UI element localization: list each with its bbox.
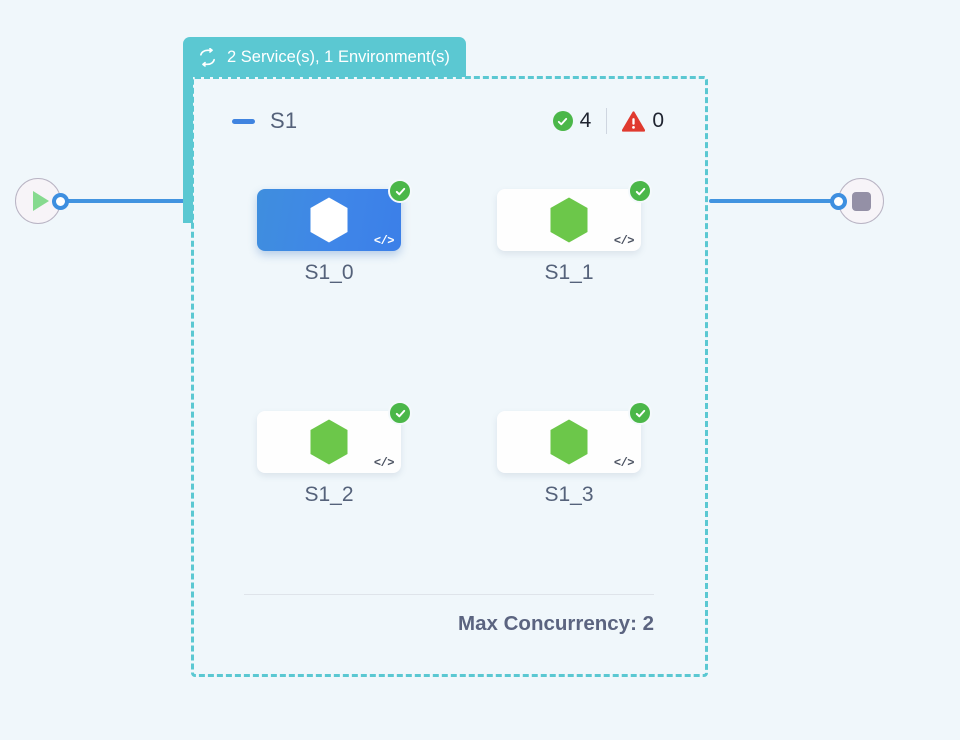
code-icon[interactable]: </> (373, 234, 395, 248)
node-card[interactable]: </> (497, 179, 652, 251)
play-icon (32, 191, 49, 211)
group-tab[interactable]: 2 Service(s), 1 Environment(s) (183, 37, 466, 77)
service-node-s1-0[interactable]: </> S1_0 (257, 179, 412, 284)
stat-divider (606, 108, 608, 134)
check-badge-icon (388, 179, 412, 203)
check-badge-icon (388, 401, 412, 425)
end-node-input-port[interactable] (830, 193, 847, 210)
service-node-s1-3[interactable]: </> S1_3 (497, 401, 652, 506)
code-icon[interactable]: </> (373, 456, 395, 470)
service-node-s1-1[interactable]: </> S1_1 (497, 179, 652, 284)
code-icon[interactable]: </> (613, 456, 635, 470)
node-label: S1_0 (304, 261, 354, 284)
edge-group-to-end (709, 199, 839, 203)
hexagon-infinity-icon (547, 197, 591, 243)
hexagon-infinity-icon (307, 197, 351, 243)
node-label: S1_1 (544, 261, 594, 284)
group-tab-label: 2 Service(s), 1 Environment(s) (227, 47, 450, 66)
warning-stat: 0 (622, 109, 664, 133)
node-card[interactable]: </> (257, 401, 412, 473)
group-header: S1 4 0 (232, 104, 664, 138)
stop-icon (851, 191, 871, 211)
group-tab-stub (183, 75, 193, 223)
group-header-stats: 4 0 (552, 108, 664, 134)
warning-count: 0 (652, 109, 664, 132)
success-stat: 4 (552, 109, 592, 133)
node-label: S1_2 (304, 483, 354, 506)
group-footer-divider (244, 594, 654, 595)
service-node-s1-2[interactable]: </> S1_2 (257, 401, 412, 506)
check-circle-icon (552, 111, 573, 131)
hexagon-infinity-icon (307, 419, 351, 465)
node-label: S1_3 (544, 483, 594, 506)
success-count: 4 (579, 109, 592, 132)
node-card[interactable]: </> (497, 401, 652, 473)
group-header-left: S1 (232, 108, 297, 134)
service-group-container (191, 76, 708, 677)
check-badge-icon (628, 401, 652, 425)
minus-icon[interactable] (232, 118, 255, 124)
loop-icon (197, 47, 218, 67)
hexagon-infinity-icon (547, 419, 591, 465)
edge-start-to-group (62, 199, 187, 203)
max-concurrency-label: Max Concurrency: 2 (458, 612, 654, 635)
warning-triangle-icon (622, 110, 646, 132)
group-title: S1 (270, 108, 298, 133)
code-icon[interactable]: </> (613, 234, 635, 248)
node-card[interactable]: </> (257, 179, 412, 251)
check-badge-icon (628, 179, 652, 203)
start-node-output-port[interactable] (52, 193, 69, 210)
